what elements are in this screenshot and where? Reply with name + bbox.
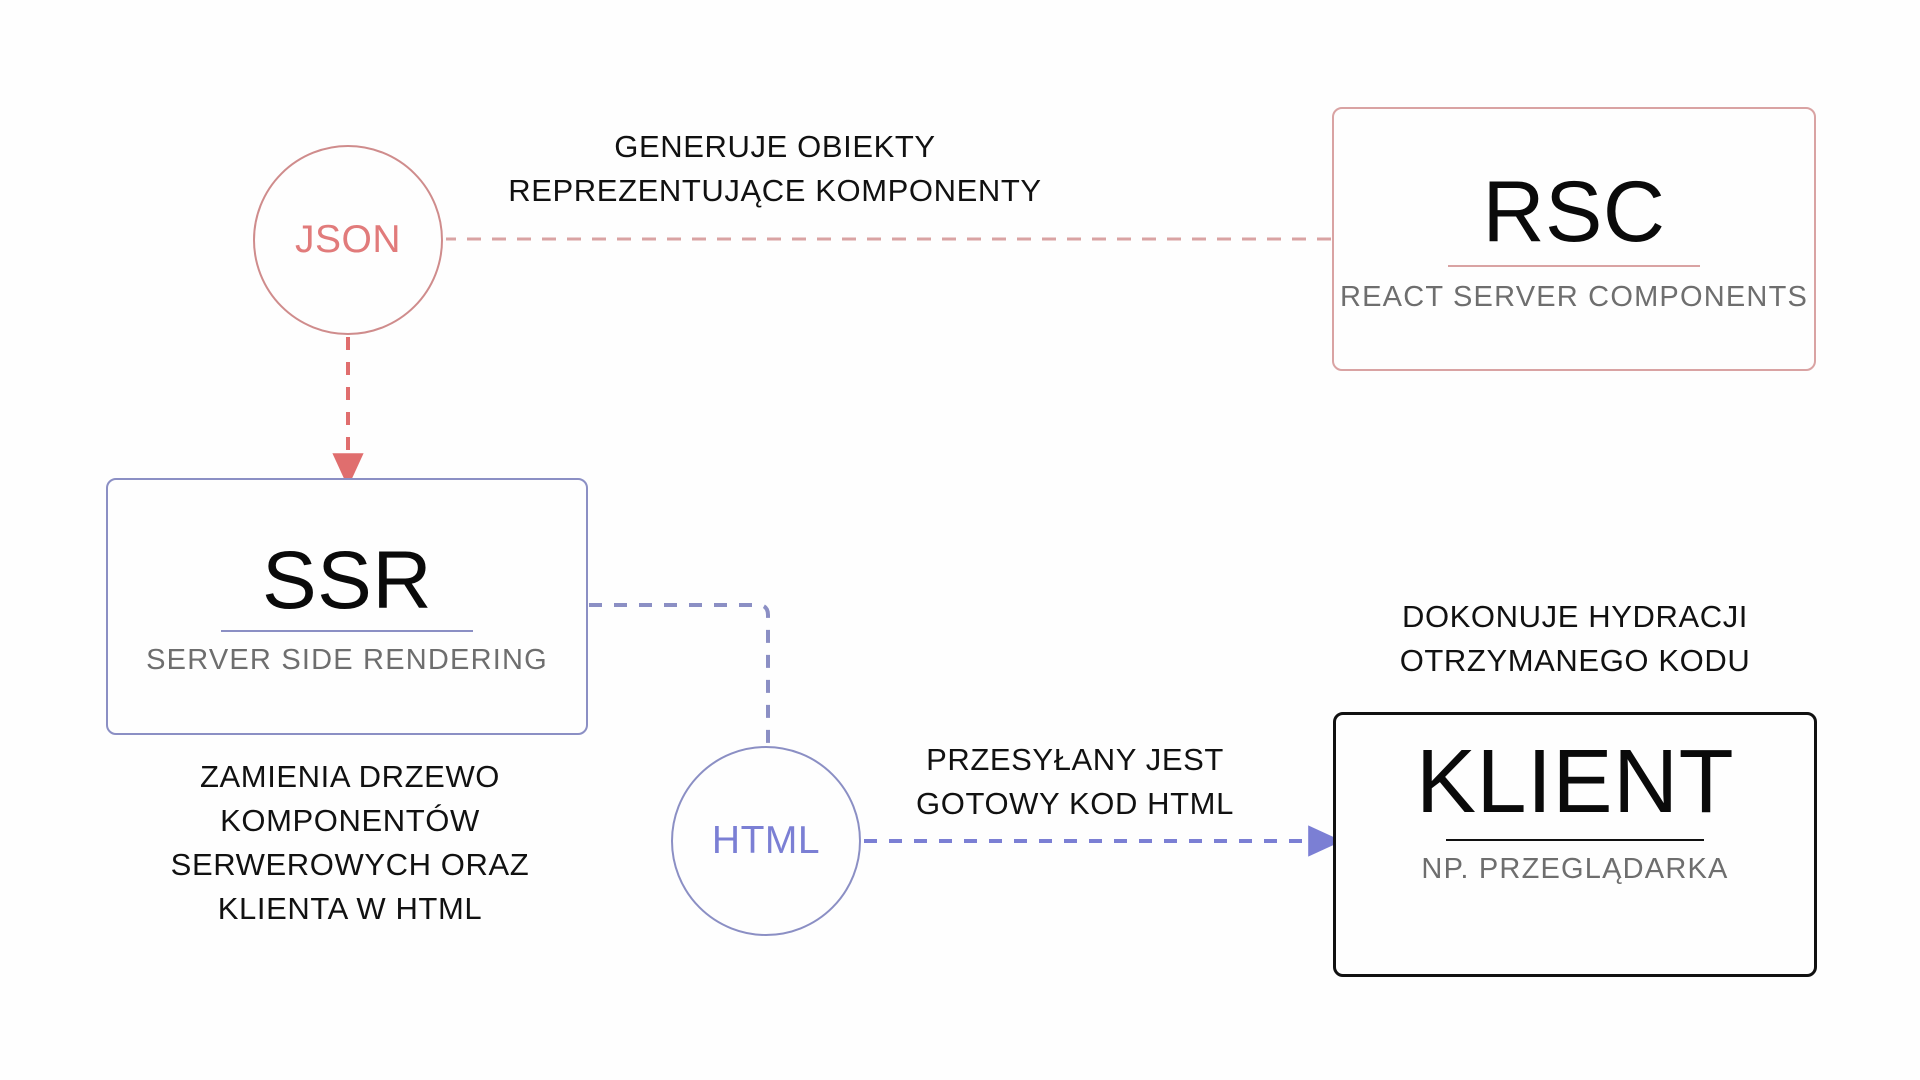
node-klient[interactable]: KLIENT NP. PRZEGLĄDARKA [1333, 712, 1817, 977]
node-html[interactable]: HTML [671, 746, 861, 936]
caption-klient-description: DOKONUJE HYDRACJI OTRZYMANEGO KODU [1399, 599, 1751, 679]
node-ssr-title: SSR [261, 534, 433, 626]
node-klient-title: KLIENT [1415, 732, 1735, 832]
node-rsc-title: RSC [1482, 164, 1666, 261]
node-ssr-subtitle: SERVER SIDE RENDERING [146, 643, 548, 676]
caption-rsc-to-json: GENERUJE OBIEKTY REPREZENTUJĄCE KOMPONEN… [508, 129, 1042, 209]
node-html-label: HTML [711, 819, 821, 862]
node-ssr[interactable]: SSR SERVER SIDE RENDERING [106, 478, 588, 735]
node-klient-divider [1446, 839, 1704, 841]
caption-html-to-klient: PRZESYŁANY JEST GOTOWY KOD HTML [916, 742, 1234, 822]
edge-ssr-to-html [589, 603, 770, 744]
node-ssr-divider [221, 629, 473, 632]
caption-ssr-description: ZAMIENIA DRZEWO KOMPONENTÓW SERWEROWYCH … [170, 759, 530, 927]
node-json-label: JSON [294, 218, 401, 261]
node-rsc[interactable]: RSC REACT SERVER COMPONENTS [1332, 107, 1816, 371]
node-rsc-subtitle: REACT SERVER COMPONENTS [1339, 281, 1809, 314]
node-rsc-divider [1448, 265, 1700, 268]
node-klient-subtitle: NP. PRZEGLĄDARKA [1421, 853, 1729, 885]
node-json[interactable]: JSON [253, 145, 443, 335]
